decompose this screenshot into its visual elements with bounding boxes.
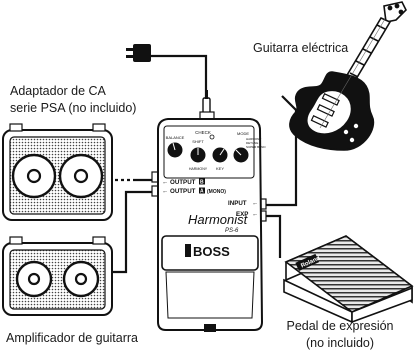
svg-text:←: ← (252, 211, 258, 218)
expression-label-line2: (no incluido) (305, 336, 375, 350)
knob-label-key: KEY (216, 166, 224, 171)
boss-pedal: CHECK BALANCE SHIFT HARMONY KEY MODE HAR… (151, 111, 267, 332)
guitar-label: Guitarra eléctrica (253, 41, 349, 55)
shift-knob: SHIFT HARMONY (189, 139, 208, 171)
svg-text:←: ← (162, 179, 168, 186)
output-a-cable (113, 190, 158, 274)
svg-text:←: ← (252, 200, 258, 207)
ac-adapter-plug (126, 44, 211, 117)
key-knob: KEY (212, 147, 228, 171)
model-code: PS-6 (225, 228, 239, 234)
output-a-label: OUTPUT (170, 188, 196, 195)
jack-labels: ← OUTPUT B ← OUTPUT A (MONO) INPUT ← EXP… (162, 178, 258, 218)
exp-label: EXP (236, 211, 248, 218)
electric-guitar (289, 1, 407, 151)
output-b-label: OUTPUT (170, 179, 196, 186)
amp-label: Amplificador de guitarra (6, 331, 139, 345)
guitar-cable (266, 95, 298, 207)
knob-label-balance: BALANCE (166, 135, 185, 140)
svg-text:←: ← (162, 188, 168, 195)
knob-label-mode: MODE (237, 131, 249, 136)
model-name: Harmonist (188, 212, 249, 227)
mode-knob: MODE HARMONY DETUNE SUPER BEND (233, 131, 266, 163)
mode-option-3: SUPER BEND (246, 145, 266, 149)
adapter-cable (148, 54, 208, 115)
thumbscrew (204, 324, 216, 332)
amplifier-upper (2, 123, 113, 221)
exp-cable (266, 214, 282, 258)
adapter-label-line2: serie PSA (no incluido) (10, 101, 137, 115)
check-label: CHECK (195, 130, 211, 135)
expression-label-line1: Pedal de expresión (286, 319, 394, 333)
knob-label-shift: SHIFT (192, 139, 204, 144)
input-label: INPUT (228, 200, 247, 207)
amplifier-lower (2, 236, 113, 316)
expression-pedal: Roland (283, 235, 414, 324)
harmony-label: HARMONY (189, 167, 208, 171)
brand-logo: BOSS (193, 244, 230, 259)
mode-option-1: HARMONY (246, 137, 261, 141)
adapter-label-line1: Adaptador de CA (10, 84, 106, 98)
output-a-badge: A (200, 189, 204, 195)
balance-knob: BALANCE (166, 135, 185, 158)
mode-option-2: DETUNE (246, 141, 258, 145)
mono-label: (MONO) (207, 189, 226, 195)
output-b-badge: B (200, 180, 204, 186)
